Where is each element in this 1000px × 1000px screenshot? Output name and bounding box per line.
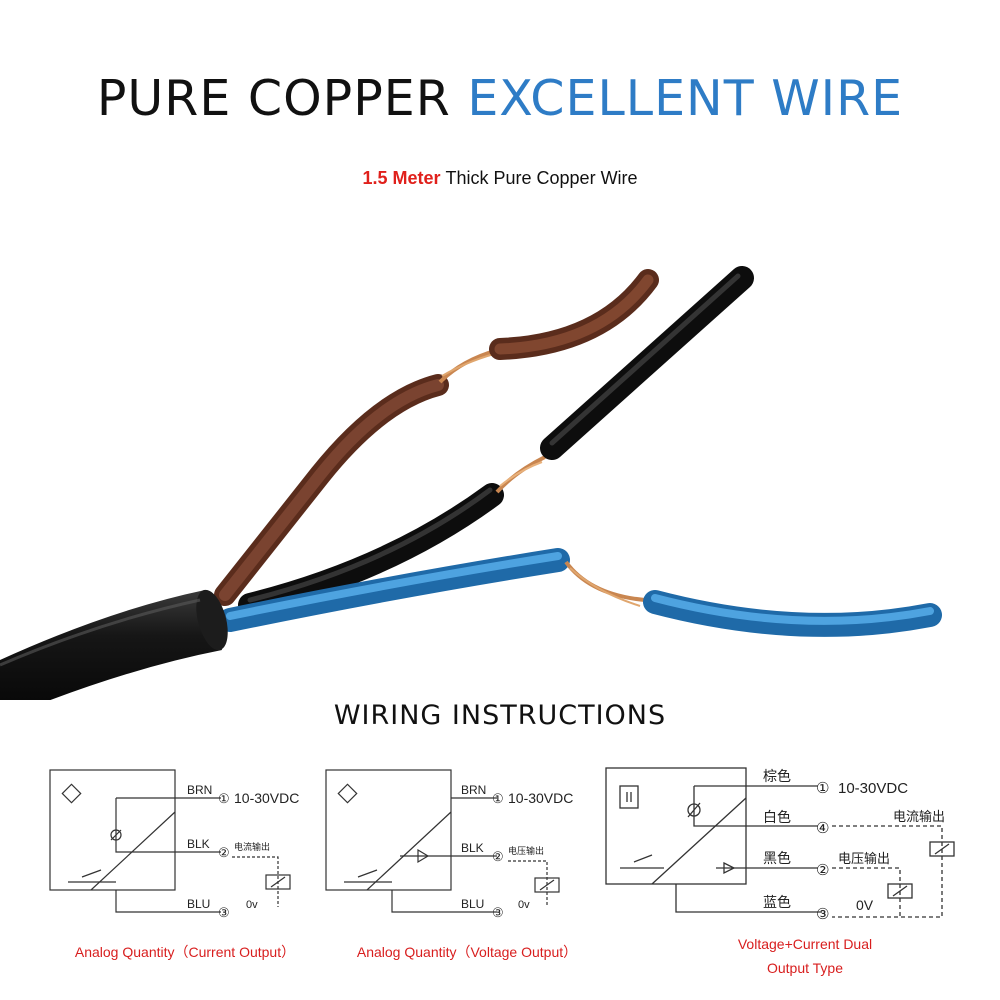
pin-value: 0v bbox=[246, 899, 258, 911]
subtitle: 1.5 Meter Thick Pure Copper Wire bbox=[0, 168, 1000, 189]
caption-dual: Voltage+Current Dual Output Type bbox=[680, 932, 930, 980]
section-title: WIRING INSTRUCTIONS bbox=[333, 700, 667, 731]
pin-value: 电流输出 bbox=[893, 809, 945, 825]
pin-label: 白色 bbox=[763, 809, 791, 826]
load-icon bbox=[887, 883, 913, 899]
page-title: PURE COPPER EXCELLENT WIRE bbox=[0, 70, 1000, 127]
pin-number: ② bbox=[492, 849, 504, 864]
current-source-icon bbox=[110, 829, 122, 841]
sensor-body bbox=[325, 769, 452, 891]
pin-value: 0v bbox=[518, 899, 530, 911]
title-part-2: EXCELLENT WIRE bbox=[467, 70, 904, 127]
pin-number: ③ bbox=[218, 905, 230, 920]
blue-wire bbox=[218, 548, 942, 637]
pin-number: ① bbox=[492, 791, 504, 806]
pin-number: ④ bbox=[816, 819, 829, 837]
pin-value: 10-30VDC bbox=[838, 780, 908, 797]
subtitle-text: Thick Pure Copper Wire bbox=[445, 168, 638, 188]
wiring-diagram-voltage: BRN ① 10-30VDC BLK ② 电压输出 BLU ③ 0v bbox=[325, 769, 573, 920]
load-icon bbox=[534, 877, 560, 893]
title-part-1: PURE COPPER bbox=[96, 70, 451, 127]
pin-number: ③ bbox=[492, 905, 504, 920]
pin-label: 黑色 bbox=[763, 850, 791, 867]
black-wire bbox=[238, 266, 754, 617]
caption-current: Analog Quantity（Current Output） bbox=[74, 944, 296, 960]
sensor-body bbox=[49, 769, 176, 891]
wiring-diagram-current: BRN ① 10-30VDC BLK ② 电流输出 BLU ③ 0v bbox=[49, 769, 299, 920]
pin-value: 10-30VDC bbox=[234, 790, 299, 806]
pin-label: BLU bbox=[461, 897, 484, 911]
subtitle-highlight: 1.5 Meter bbox=[362, 168, 441, 188]
caption-voltage: Analog Quantity（Voltage Output） bbox=[356, 944, 578, 960]
pin-number: ① bbox=[816, 779, 829, 797]
voltage-source-icon bbox=[723, 861, 736, 875]
pin-label: 棕色 bbox=[763, 768, 791, 785]
pin-number: ③ bbox=[816, 905, 829, 923]
pin-value: 0V bbox=[856, 897, 874, 913]
load-icon bbox=[929, 841, 955, 857]
pin-value: 电流输出 bbox=[234, 841, 270, 852]
pin-value: 电压输出 bbox=[508, 845, 544, 856]
caption-dual-line-2: Output Type bbox=[766, 960, 843, 976]
pin-label: BLK bbox=[461, 841, 484, 855]
voltage-source-icon bbox=[417, 848, 430, 864]
caption-dual-line-1: Voltage+Current Dual bbox=[737, 936, 873, 952]
wiring-diagram-dual: 棕色 ① 10-30VDC 白色 ④ 电流输出 黑色 ② 电压输出 蓝色 ③ 0… bbox=[605, 767, 955, 923]
cable-jacket bbox=[0, 589, 228, 700]
pin-label: BRN bbox=[461, 783, 486, 797]
pin-value: 10-30VDC bbox=[508, 790, 573, 806]
brown-wire bbox=[214, 269, 659, 606]
cable-illustration bbox=[0, 266, 942, 700]
sensor-face-icon bbox=[619, 785, 639, 809]
pin-number: ② bbox=[816, 861, 829, 879]
pin-label: BLU bbox=[187, 897, 210, 911]
sensor-face-icon bbox=[337, 783, 358, 804]
pin-label: 蓝色 bbox=[763, 894, 791, 911]
pin-label: BLK bbox=[187, 837, 210, 851]
load-icon bbox=[265, 874, 291, 890]
current-source-icon bbox=[687, 803, 701, 817]
pin-number: ② bbox=[218, 845, 230, 860]
pin-number: ① bbox=[218, 791, 230, 806]
pin-value: 电压输出 bbox=[838, 851, 890, 867]
sensor-face-icon bbox=[61, 783, 82, 804]
pin-label: BRN bbox=[187, 783, 212, 797]
